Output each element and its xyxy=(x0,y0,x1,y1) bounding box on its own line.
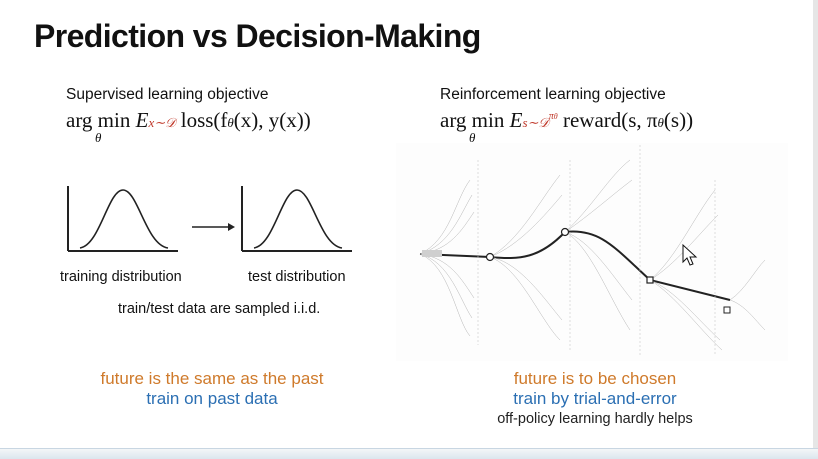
expectation-symbol: E xyxy=(509,108,523,132)
argmin-text: arg min xyxy=(66,108,131,132)
reward-subscript: θ xyxy=(657,115,664,130)
expectation-subscript: x∼𝒟 xyxy=(148,115,176,130)
expectation-superscript: πθ xyxy=(548,111,558,122)
test-distribution-plot xyxy=(241,186,352,252)
right-edge-border xyxy=(813,0,818,459)
trajectory-tree-illustration xyxy=(396,143,788,361)
left-line-past: future is the same as the past xyxy=(100,369,324,388)
left-line-train: train on past data xyxy=(146,389,278,408)
reward-tail: (s)) xyxy=(663,108,694,132)
mouse-pointer-icon xyxy=(682,243,698,266)
bottom-bar xyxy=(0,448,818,459)
loss-tail: (x), y(x)) xyxy=(233,108,311,132)
test-distribution-label: test distribution xyxy=(248,269,346,285)
argmin-text: arg min xyxy=(440,108,505,132)
loss-text: loss(f xyxy=(175,108,228,132)
supervised-heading: Supervised learning objective xyxy=(66,86,269,103)
argmin-theta: θ xyxy=(94,130,102,145)
reward-text: reward(s, π xyxy=(557,108,658,132)
right-arrow-icon xyxy=(192,223,235,231)
slide-title: Prediction vs Decision-Making xyxy=(34,18,481,54)
argmin-theta: θ xyxy=(468,130,476,145)
expectation-symbol: E xyxy=(135,108,149,132)
iid-note: train/test data are sampled i.i.d. xyxy=(118,301,321,317)
right-line-trial: train by trial-and-error xyxy=(513,389,677,408)
expectation-subscript: s∼𝒟 xyxy=(522,115,549,130)
training-distribution-label: training distribution xyxy=(60,269,182,285)
loss-subscript: θ xyxy=(227,115,234,130)
right-line-offpolicy: off-policy learning hardly helps xyxy=(497,411,693,427)
right-line-chosen: future is to be chosen xyxy=(513,369,677,388)
reinforcement-heading: Reinforcement learning objective xyxy=(440,86,666,103)
training-distribution-plot xyxy=(67,186,178,252)
